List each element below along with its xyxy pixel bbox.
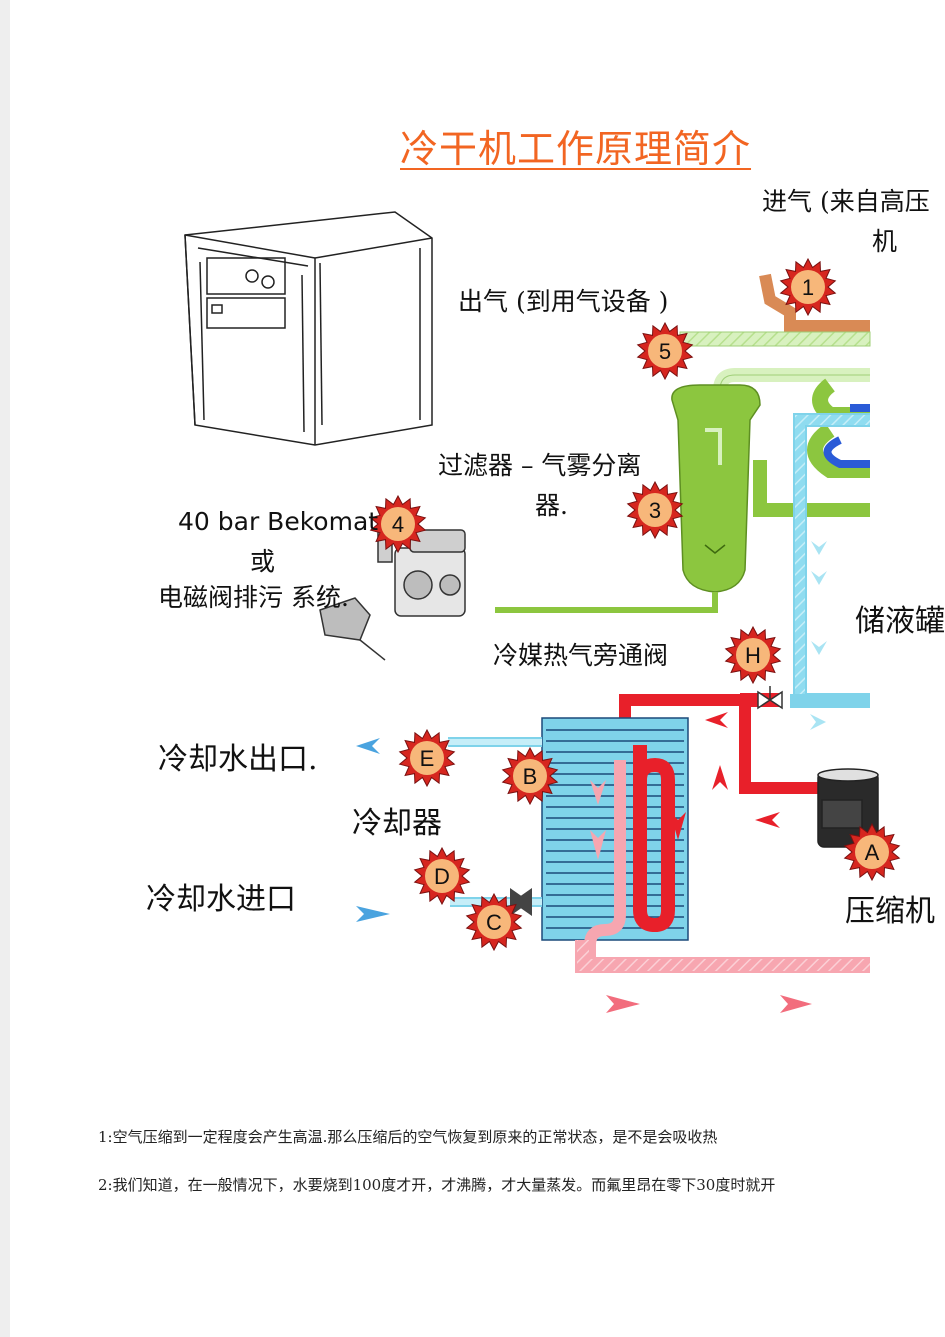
filter-separator bbox=[495, 384, 870, 613]
marker-h-label: H bbox=[745, 643, 761, 668]
filter-label-line1: 过滤器 – 气雾分离 bbox=[438, 451, 642, 480]
compressor-label: 压缩机 bbox=[845, 894, 935, 929]
marker-b: B bbox=[501, 746, 559, 806]
marker-4-label: 4 bbox=[392, 512, 404, 537]
marker-h: H bbox=[724, 625, 782, 685]
marker-5-label: 5 bbox=[659, 339, 671, 364]
marker-e-label: E bbox=[420, 746, 435, 771]
inlet-label-line2: 机 bbox=[872, 227, 898, 256]
bypass-valve-symbol bbox=[757, 686, 783, 710]
note-line-2: 2:我们知道，在一般情况下，水要烧到100度才开，才沸腾，才大量蒸发。而氟里昂在… bbox=[98, 1176, 776, 1194]
filter-label-line2: 器. bbox=[535, 491, 568, 520]
bypass-valve-label: 冷媒热气旁通阀 bbox=[493, 641, 669, 670]
bekomat-label-line1: 40 bar Bekomat bbox=[178, 507, 379, 536]
return-refrigerant-line bbox=[575, 940, 870, 973]
marker-d: D bbox=[413, 846, 471, 906]
marker-c: C bbox=[465, 892, 523, 952]
marker-c-label: C bbox=[486, 910, 502, 935]
dryer-cabinet-illustration bbox=[184, 211, 433, 446]
page-edge bbox=[0, 0, 10, 1337]
marker-3: 3 bbox=[626, 480, 684, 540]
marker-b-label: B bbox=[523, 764, 538, 789]
marker-3-label: 3 bbox=[649, 498, 661, 523]
cooler-coil bbox=[584, 745, 675, 965]
marker-a: A bbox=[843, 822, 901, 882]
marker-1-label: 1 bbox=[802, 275, 814, 300]
marker-d-label: D bbox=[434, 864, 450, 889]
cold-refrigerant-line bbox=[790, 413, 870, 730]
flow-arrows bbox=[590, 712, 812, 1013]
inlet-label-line1: 进气 (来自高压 bbox=[762, 187, 930, 216]
inlet-air-pipe bbox=[759, 273, 870, 332]
marker-1: 1 bbox=[779, 257, 837, 317]
note-line-1: 1:空气压缩到一定程度会产生高温.那么压缩后的空气恢复到原来的正常状态，是不是会… bbox=[98, 1128, 718, 1146]
marker-4: 4 bbox=[369, 494, 427, 554]
marker-e: E bbox=[398, 728, 456, 788]
bekomat-label-line2: 或 bbox=[250, 547, 276, 576]
marker-a-label: A bbox=[865, 840, 880, 865]
bekomat-label-line3: 电磁阀排污 系统. bbox=[158, 583, 349, 612]
bekomat-drain-device bbox=[319, 529, 466, 661]
receiver-label: 储液罐 bbox=[855, 604, 945, 639]
outlet-label: 出气 (到用气设备 ) bbox=[458, 287, 669, 316]
cooling-water-out-label: 冷却水出口. bbox=[158, 742, 318, 777]
page-title: 冷干机工作原理简介 bbox=[400, 127, 752, 171]
cooling-water-in-label: 冷却水进口 bbox=[146, 882, 296, 917]
marker-5: 5 bbox=[636, 321, 694, 381]
cooler-label: 冷却器 bbox=[352, 806, 442, 841]
